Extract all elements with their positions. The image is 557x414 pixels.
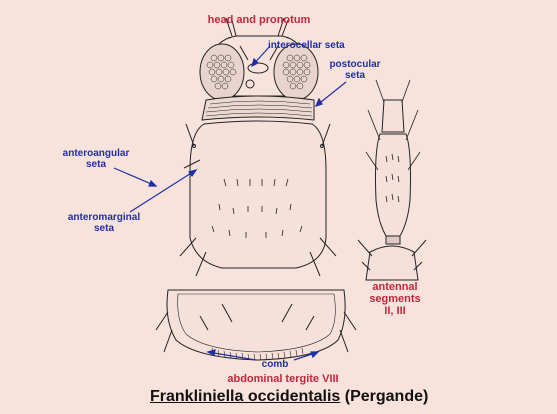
- label-line: anteromarginal: [58, 212, 150, 223]
- anteroangular-seta-left: [186, 124, 194, 146]
- anteroangular-seta-label: anteroangular seta: [56, 148, 136, 170]
- species-author: (Pergande): [345, 388, 429, 405]
- interocellar-seta-label: interocellar seta: [268, 40, 345, 51]
- antennal-segments-label: antennal segments II, III: [355, 281, 435, 317]
- label-line: seta: [58, 223, 150, 234]
- head-and-pronotum-label: head and pronotum: [199, 14, 319, 26]
- species-name: Frankliniella occidentalis: [150, 388, 340, 405]
- postocular-seta-label: postocular seta: [320, 59, 390, 81]
- anteromarginal-seta-label: anteromarginal seta: [58, 212, 150, 234]
- antennal-joint: [386, 236, 400, 244]
- label-line: II, III: [355, 305, 435, 317]
- pronotum-outline: [190, 121, 326, 268]
- label-line: seta: [56, 159, 136, 170]
- comb-label: comb: [255, 359, 295, 370]
- label-line: seta: [320, 70, 390, 81]
- neck-band: [202, 96, 314, 120]
- antennal-base: [366, 246, 418, 280]
- label-line: antennal: [355, 281, 435, 293]
- label-line: segments: [355, 293, 435, 305]
- label-line: anteroangular: [56, 148, 136, 159]
- abdominal-tergite-label: abdominal tergite VIII: [208, 373, 358, 385]
- label-line: postocular: [320, 59, 390, 70]
- species-caption: Frankliniella occidentalis (Pergande): [150, 387, 470, 407]
- antennal-segment-II: [382, 100, 404, 132]
- tergite-outline: [167, 290, 345, 360]
- pointer-anteromarginal: [130, 170, 196, 212]
- anteroangular-seta-right: [322, 124, 330, 146]
- antennal-segment-III: [376, 134, 411, 236]
